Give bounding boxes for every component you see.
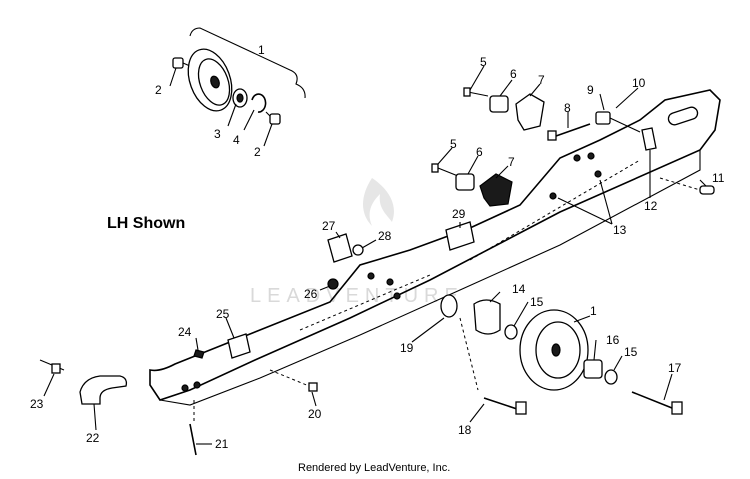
callout-5: 5 bbox=[480, 55, 487, 69]
callout-17: 17 bbox=[668, 361, 682, 375]
callout-16: 16 bbox=[606, 333, 620, 347]
snap-ring-icon bbox=[251, 93, 267, 113]
callout-19: 19 bbox=[400, 341, 414, 355]
nut-icon bbox=[352, 244, 364, 256]
view-label: LH Shown bbox=[107, 215, 185, 232]
rear-axle-hardware bbox=[463, 87, 641, 141]
callout-23: 23 bbox=[30, 397, 44, 411]
spacer-icon bbox=[489, 95, 509, 113]
callout-22: 22 bbox=[86, 431, 100, 445]
axle-bolt-icon bbox=[555, 123, 591, 137]
bolt-icon bbox=[631, 391, 673, 409]
callout-labels: 1 2 3 4 2 5 6 7 8 9 10 5 6 7 11 12 13 27… bbox=[30, 43, 725, 451]
spacer-icon bbox=[583, 359, 603, 379]
callout-6: 6 bbox=[510, 67, 517, 81]
bushing-icon bbox=[473, 299, 501, 335]
pin-icon bbox=[659, 177, 715, 195]
bushing-block-icon bbox=[515, 93, 545, 131]
washer-icon bbox=[504, 324, 518, 340]
callout-2: 2 bbox=[254, 145, 261, 159]
callout-26: 26 bbox=[304, 287, 318, 301]
callout-4: 4 bbox=[233, 133, 240, 147]
callout-7: 7 bbox=[538, 73, 545, 87]
callout-10: 10 bbox=[632, 76, 646, 90]
bolt-icon bbox=[51, 363, 61, 374]
callout-1: 1 bbox=[590, 304, 597, 318]
rail-tip-icon bbox=[79, 375, 128, 405]
callout-18: 18 bbox=[458, 423, 472, 437]
bushing-block-icon bbox=[479, 173, 513, 207]
callout-8: 8 bbox=[564, 101, 571, 115]
footer-credit: Rendered by LeadVenture, Inc. bbox=[298, 462, 450, 474]
bolt-icon bbox=[189, 423, 197, 456]
lower-wheel-assembly bbox=[440, 294, 683, 415]
callout-29: 29 bbox=[452, 207, 466, 221]
leader-lines bbox=[43, 65, 707, 445]
bolt-icon bbox=[463, 87, 471, 97]
bolt-icon bbox=[172, 57, 191, 69]
callout-28: 28 bbox=[378, 229, 392, 243]
nut-icon bbox=[327, 278, 339, 290]
wear-block-icon bbox=[445, 221, 475, 251]
callout-20: 20 bbox=[308, 407, 322, 421]
idler-wheel-assembly-detail bbox=[172, 27, 306, 125]
bolt-icon bbox=[483, 397, 521, 411]
callout-12: 12 bbox=[644, 199, 658, 213]
idler-wheel-icon bbox=[187, 48, 233, 112]
middle-axle-hardware bbox=[431, 163, 513, 207]
washer-icon bbox=[604, 369, 618, 385]
callout-13: 13 bbox=[613, 223, 627, 237]
bracket-icon bbox=[327, 233, 353, 263]
callout-15: 15 bbox=[624, 345, 638, 359]
spacer-icon bbox=[440, 294, 458, 318]
nut-icon bbox=[308, 382, 318, 392]
bolt-icon bbox=[431, 163, 439, 173]
nut-icon bbox=[595, 111, 611, 125]
assembly-bracket bbox=[189, 27, 306, 99]
watermark: LEADVENTURE bbox=[250, 178, 464, 307]
callout-1: 1 bbox=[258, 43, 265, 57]
wear-block-icon bbox=[227, 333, 251, 359]
callout-21: 21 bbox=[215, 437, 229, 451]
callout-27: 27 bbox=[322, 219, 336, 233]
rail-slot-icon bbox=[667, 106, 699, 126]
callout-11: 11 bbox=[712, 171, 725, 185]
callout-9: 9 bbox=[587, 83, 594, 97]
callout-6: 6 bbox=[476, 145, 483, 159]
callout-25: 25 bbox=[216, 307, 230, 321]
callout-15: 15 bbox=[530, 295, 544, 309]
callout-3: 3 bbox=[214, 127, 221, 141]
watermark-text: LEADVENTURE bbox=[250, 285, 464, 307]
bracket-icon bbox=[641, 127, 657, 151]
clip-icon bbox=[193, 349, 205, 359]
callout-7: 7 bbox=[508, 155, 515, 169]
callout-2: 2 bbox=[155, 83, 162, 97]
callout-5: 5 bbox=[450, 137, 457, 151]
callout-14: 14 bbox=[512, 282, 526, 296]
nut-icon bbox=[265, 111, 281, 125]
callout-24: 24 bbox=[178, 325, 192, 339]
spacer-icon bbox=[455, 173, 475, 191]
